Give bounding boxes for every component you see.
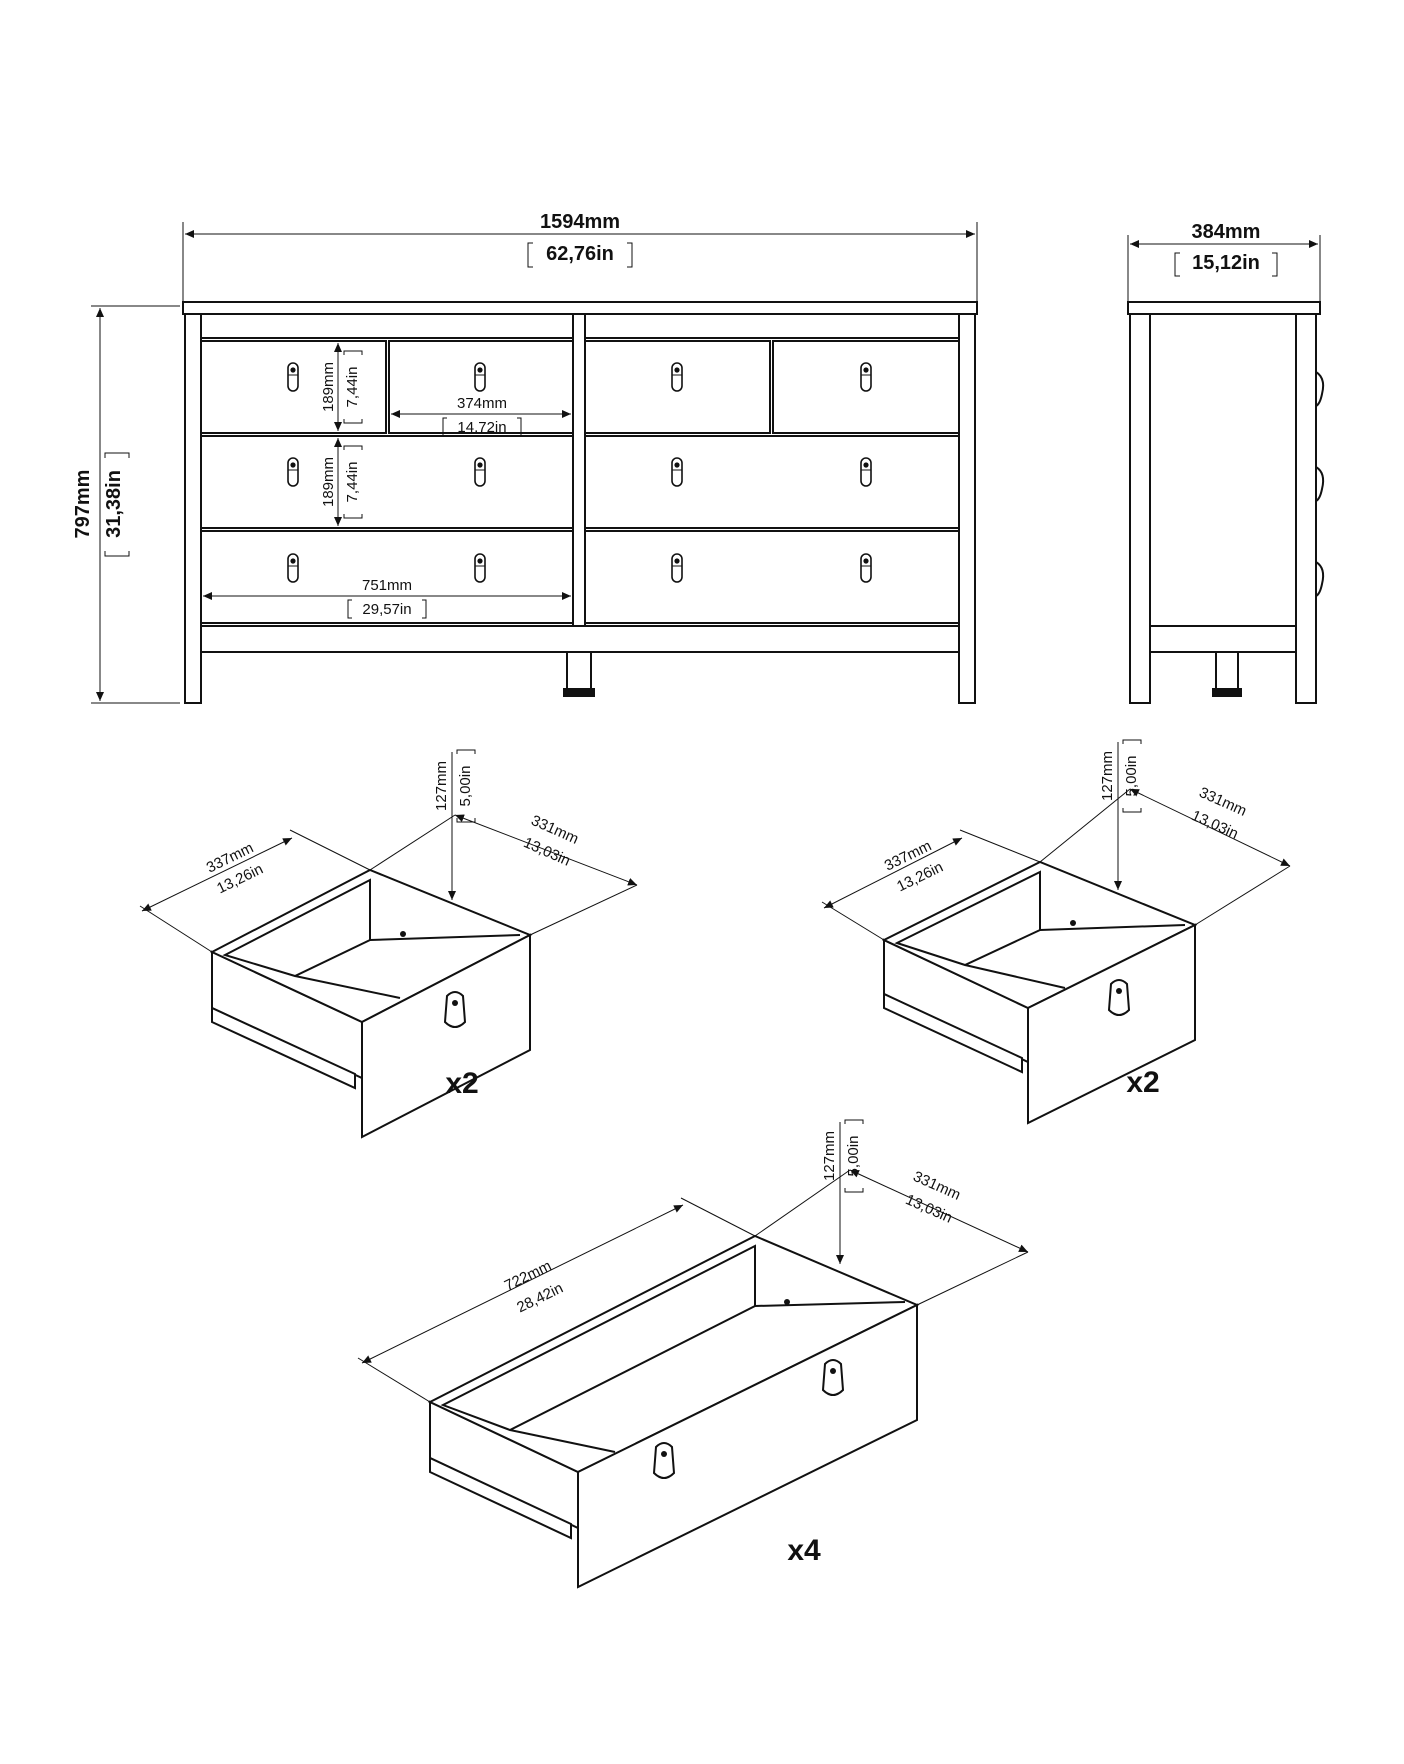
front-width-in: 62,76in <box>546 243 614 265</box>
side-depth-dimension: 384mm 15,12in <box>1127 221 1321 302</box>
front-width-dimension: 1594mm 62,76in <box>182 211 978 302</box>
cabinet-front <box>182 301 978 704</box>
mid-drawer-height-dimension: 189mm 7,44in <box>320 438 363 526</box>
large-drawer-width-dimension: 751mm 29,57in <box>203 577 571 619</box>
small-drawer-width-dimension: 374mm 14,72in <box>391 395 571 437</box>
mid-drawer-height-in: 7,44in <box>344 462 361 503</box>
front-height-dimension: 797mm 31,38in <box>72 305 180 704</box>
drawer-1-quantity: x2 <box>445 1067 478 1100</box>
drawer-front-mid-right <box>584 435 960 529</box>
front-height-in: 31,38in <box>103 470 125 538</box>
drawer-2-quantity: x2 <box>1126 1066 1159 1099</box>
side-view: 384mm 15,12in <box>1127 221 1325 704</box>
large-drawer-width-mm: 751mm <box>362 577 412 594</box>
drawer-box-1: 337mm 13,26in 331mm 13,03in 127mm 5,00in… <box>139 749 638 1139</box>
drawer-1-height-mm: 127mm <box>433 761 450 811</box>
mid-drawer-height-mm: 189mm <box>320 457 337 507</box>
small-drawer-height-dimension: 189mm 7,44in <box>320 343 363 431</box>
drawer-front-mid-left <box>200 435 574 529</box>
front-height-mm: 797mm <box>72 470 94 539</box>
drawer-3-height-in: 5,00in <box>845 1136 862 1177</box>
side-handle-icon <box>1315 561 1325 597</box>
drawer-front-small-4 <box>772 340 960 434</box>
small-drawer-width-mm: 374mm <box>457 395 507 412</box>
front-view: 1594mm 62,76in 797mm 31,38in <box>72 211 978 704</box>
drawer-3-quantity: x4 <box>787 1534 821 1567</box>
large-drawer-width-in: 29,57in <box>362 601 411 618</box>
small-drawer-height-mm: 189mm <box>320 362 337 412</box>
drawer-front-large-left <box>200 530 574 624</box>
drawer-3-height-mm: 127mm <box>821 1131 838 1181</box>
drawer-2-height-in: 5,00in <box>1123 756 1140 797</box>
front-width-mm: 1594mm <box>540 211 620 233</box>
drawer-box-2: 337mm 13,26in 331mm 13,03in 127mm 5,00in… <box>821 739 1291 1125</box>
drawer-box-3: 722mm 28,42in 331mm 13,03in 127mm 5,00in… <box>357 1119 1029 1589</box>
small-drawer-height-in: 7,44in <box>344 367 361 408</box>
side-handle-icon <box>1315 466 1325 502</box>
small-drawer-width-in: 14,72in <box>457 419 506 436</box>
drawer-front-small-1 <box>200 340 387 434</box>
drawer-1-height-in: 5,00in <box>457 766 474 807</box>
side-depth-mm: 384mm <box>1192 221 1261 243</box>
drawer-front-large-right <box>584 530 960 624</box>
side-depth-in: 15,12in <box>1192 252 1260 274</box>
cabinet-side <box>1127 301 1325 704</box>
side-handle-icon <box>1315 371 1325 407</box>
drawer-2-height-mm: 127mm <box>1099 751 1116 801</box>
